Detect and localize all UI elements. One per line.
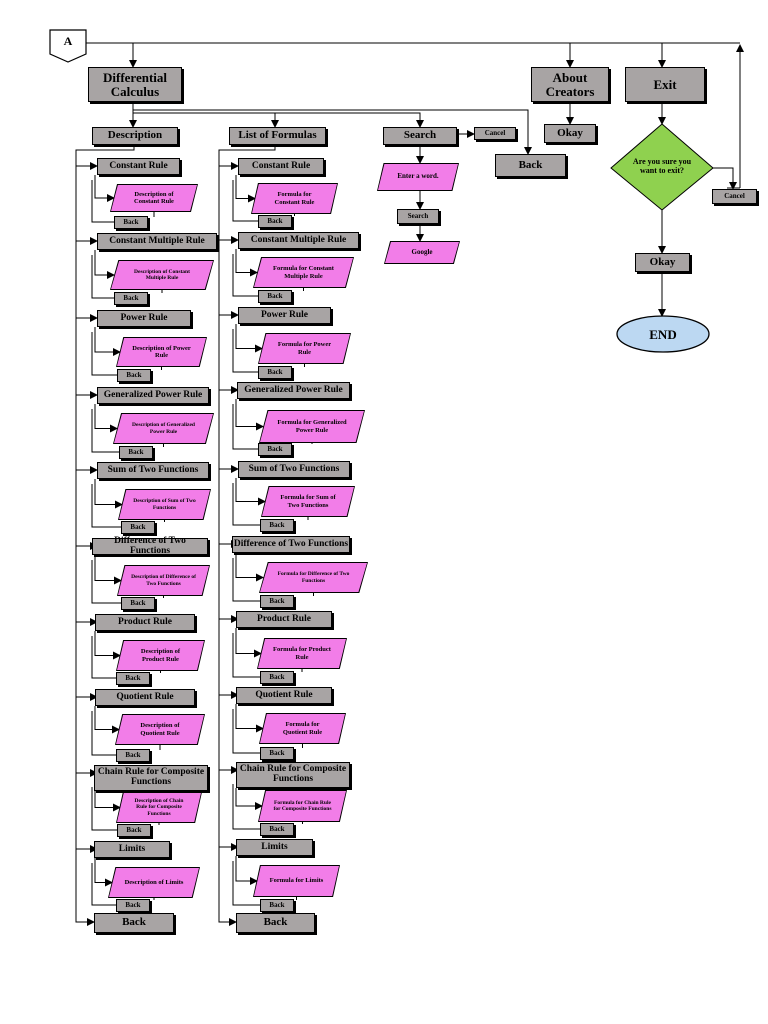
formula-output: Formula for Limits — [253, 865, 340, 897]
formula-back-button[interactable]: Back — [260, 747, 294, 760]
differential-calculus-box[interactable]: Differential Calculus — [88, 67, 182, 102]
description-back-button[interactable]: Back — [116, 899, 150, 912]
formula-rule-item[interactable]: Generalized Power Rule — [237, 382, 350, 399]
search-cancel-button[interactable]: Cancel — [474, 127, 516, 140]
formula-back-button[interactable]: Back — [260, 595, 294, 608]
formula-output: Formula for Constant Rule — [251, 183, 338, 214]
formula-rule-item[interactable]: Power Rule — [238, 307, 331, 324]
description-output: Description of Product Rule — [116, 640, 205, 671]
formula-output: Formula for Product Rule — [257, 638, 347, 669]
formula-back-button[interactable]: Back — [260, 823, 294, 836]
formula-output: Formula for Power Rule — [258, 333, 351, 364]
description-rule-item[interactable]: Quotient Rule — [95, 689, 195, 706]
description-output: Description of Constant Multiple Rule — [110, 260, 214, 290]
exit-okay-button[interactable]: Okay — [635, 253, 690, 272]
end-label: END — [649, 327, 676, 342]
formula-rule-item[interactable]: Limits — [236, 839, 313, 856]
formula-back-button[interactable]: Back — [258, 215, 292, 228]
description-back-button[interactable]: Back — [114, 216, 148, 229]
description-rule-item[interactable]: Product Rule — [95, 614, 195, 631]
description-back-button[interactable]: Back — [117, 824, 151, 837]
start-label: A — [64, 34, 73, 48]
formula-rule-item[interactable]: Chain Rule for Composite Functions — [236, 762, 350, 788]
formulas-header[interactable]: List of Formulas — [229, 127, 326, 145]
formula-output: Formula for Chain Rule for Composite Fun… — [258, 790, 347, 822]
exit-box[interactable]: Exit — [625, 67, 705, 102]
description-rule-item[interactable]: Difference of Two Functions — [92, 536, 208, 555]
search-header[interactable]: Search — [383, 127, 457, 145]
description-output: Description of Power Rule — [116, 337, 207, 367]
about-okay-button[interactable]: Okay — [544, 124, 596, 143]
formula-output: Formula for Difference of Two Functions — [259, 562, 368, 593]
formula-back-button[interactable]: Back — [258, 366, 292, 379]
formula-rule-item[interactable]: Constant Rule — [238, 158, 324, 175]
formula-rule-item[interactable]: Sum of Two Functions — [238, 461, 350, 478]
description-back-button[interactable]: Back — [114, 292, 148, 305]
description-back-button[interactable]: Back — [117, 369, 151, 382]
description-footer-back-button[interactable]: Back — [94, 913, 174, 933]
formula-rule-item[interactable]: Difference of Two Functions — [232, 536, 350, 553]
description-output: Description of Quotient Rule — [115, 714, 205, 745]
description-back-button[interactable]: Back — [116, 672, 150, 685]
formula-back-button[interactable]: Back — [258, 290, 292, 303]
exit-question: Are you sure you want to exit? — [632, 157, 692, 175]
description-rule-item[interactable]: Limits — [94, 841, 170, 858]
description-rule-item[interactable]: Constant Rule — [97, 158, 180, 175]
description-back-button[interactable]: Back — [121, 597, 155, 610]
google-output: Google — [384, 241, 460, 264]
formula-output: Formula for Quotient Rule — [259, 713, 346, 744]
description-rule-item[interactable]: Constant Multiple Rule — [97, 233, 217, 250]
exit-cancel-button[interactable]: Cancel — [712, 189, 757, 204]
description-output: Description of Difference of Two Functio… — [117, 565, 210, 596]
description-output: Description of Sum of Two Functions — [118, 489, 211, 520]
formula-rule-item[interactable]: Constant Multiple Rule — [238, 232, 359, 249]
description-output: Description of Generalized Power Rule — [113, 413, 214, 444]
exit-decision-diamond — [610, 123, 714, 211]
formula-back-button[interactable]: Back — [260, 671, 294, 684]
description-output: Description of Chain Rule for Composite … — [116, 792, 202, 823]
start-connector-shape — [49, 29, 87, 63]
search-submit-button[interactable]: Search — [397, 209, 439, 224]
formula-back-button[interactable]: Back — [260, 899, 294, 912]
description-rule-item[interactable]: Power Rule — [97, 310, 191, 327]
formula-output: Formula for Sum of Two Functions — [261, 486, 355, 517]
formula-output: Formula for Constant Multiple Rule — [253, 257, 354, 288]
description-rule-item[interactable]: Sum of Two Functions — [97, 462, 209, 479]
search-back-button[interactable]: Back — [495, 154, 566, 177]
formula-back-button[interactable]: Back — [260, 519, 294, 532]
description-back-button[interactable]: Back — [119, 446, 153, 459]
formula-output: Formula for Generalized Power Rule — [259, 410, 365, 443]
description-back-button[interactable]: Back — [121, 521, 155, 534]
end-terminal-shape — [616, 315, 710, 353]
enter-word-input[interactable]: Enter a word. — [377, 163, 459, 191]
formula-rule-item[interactable]: Product Rule — [236, 611, 332, 628]
description-rule-item[interactable]: Chain Rule for Composite Functions — [94, 765, 208, 791]
description-rule-item[interactable]: Generalized Power Rule — [97, 387, 209, 404]
description-header[interactable]: Description — [92, 127, 178, 145]
description-back-button[interactable]: Back — [116, 749, 150, 762]
formula-back-button[interactable]: Back — [258, 443, 292, 456]
about-creators-box[interactable]: About Creators — [531, 67, 609, 102]
formulas-footer-back-button[interactable]: Back — [236, 913, 315, 933]
formula-rule-item[interactable]: Quotient Rule — [236, 687, 332, 704]
description-output: Description of Limits — [108, 867, 200, 898]
description-output: Description of Constant Rule — [110, 184, 198, 212]
